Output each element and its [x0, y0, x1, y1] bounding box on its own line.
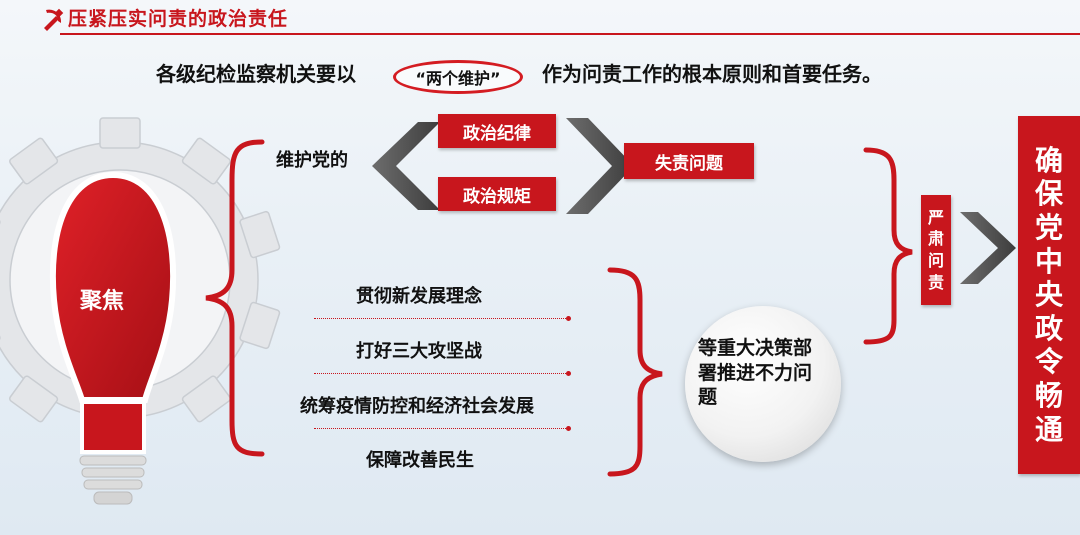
left-bracket	[205, 139, 265, 457]
accountability-char: 严	[927, 207, 944, 227]
conclusion-char: 中	[1034, 244, 1063, 278]
lower-right-bracket	[607, 267, 663, 477]
chevron-left-icon	[372, 122, 440, 210]
accountability-char: 肃	[927, 229, 944, 249]
arrow-right-icon	[960, 212, 1016, 284]
conclusion-char: 党	[1034, 211, 1063, 245]
item-divider	[314, 373, 568, 374]
page-title: 压紧压实问责的政治责任	[68, 8, 289, 30]
lower-branch-result: 等重大决策部署推进不力问题	[698, 337, 813, 409]
lower-item: 保障改善民生	[366, 450, 474, 471]
divider-dot	[566, 426, 571, 431]
conclusion-box: 确 保 党 中 央 政 令 畅 通	[1018, 116, 1080, 474]
lower-item: 统筹疫情防控和经济社会发展	[300, 396, 534, 417]
political-rules-box: 政治规矩	[438, 177, 556, 211]
divider-dot	[566, 316, 571, 321]
political-discipline-box: 政治纪律	[438, 114, 556, 148]
accountability-box: 严 肃 问 责	[921, 195, 951, 305]
conclusion-char: 畅	[1034, 378, 1063, 412]
header-divider	[60, 33, 1080, 35]
lower-item: 贯彻新发展理念	[356, 286, 482, 307]
conclusion-char: 确	[1034, 143, 1063, 177]
lower-item: 打好三大攻坚战	[356, 341, 482, 362]
accountability-char: 责	[927, 272, 944, 292]
upper-branch-subject: 维护党的	[276, 150, 348, 171]
subtitle-prefix: 各级纪检监察机关要以	[156, 62, 356, 86]
problem-circle	[685, 306, 841, 462]
accountability-char: 问	[927, 251, 944, 270]
conclusion-char: 令	[1034, 345, 1063, 379]
conclusion-char: 政	[1034, 311, 1063, 345]
conclusion-char: 通	[1034, 412, 1063, 446]
subtitle-suffix: 作为问责工作的根本原则和首要任务。	[542, 62, 882, 86]
divider-dot	[566, 371, 571, 376]
item-divider	[314, 428, 568, 429]
conclusion-char: 央	[1034, 278, 1063, 312]
item-divider	[314, 318, 568, 319]
bulb-label: 聚焦	[80, 289, 125, 314]
chevron-right-icon	[566, 118, 634, 214]
party-emblem-icon	[44, 8, 64, 31]
conclusion-char: 保	[1034, 177, 1063, 211]
lightbulb-icon	[49, 171, 177, 505]
dereliction-box: 失责问题	[624, 143, 754, 179]
right-merge-bracket	[863, 147, 913, 345]
subtitle-highlight: “两个维护”	[393, 60, 523, 94]
